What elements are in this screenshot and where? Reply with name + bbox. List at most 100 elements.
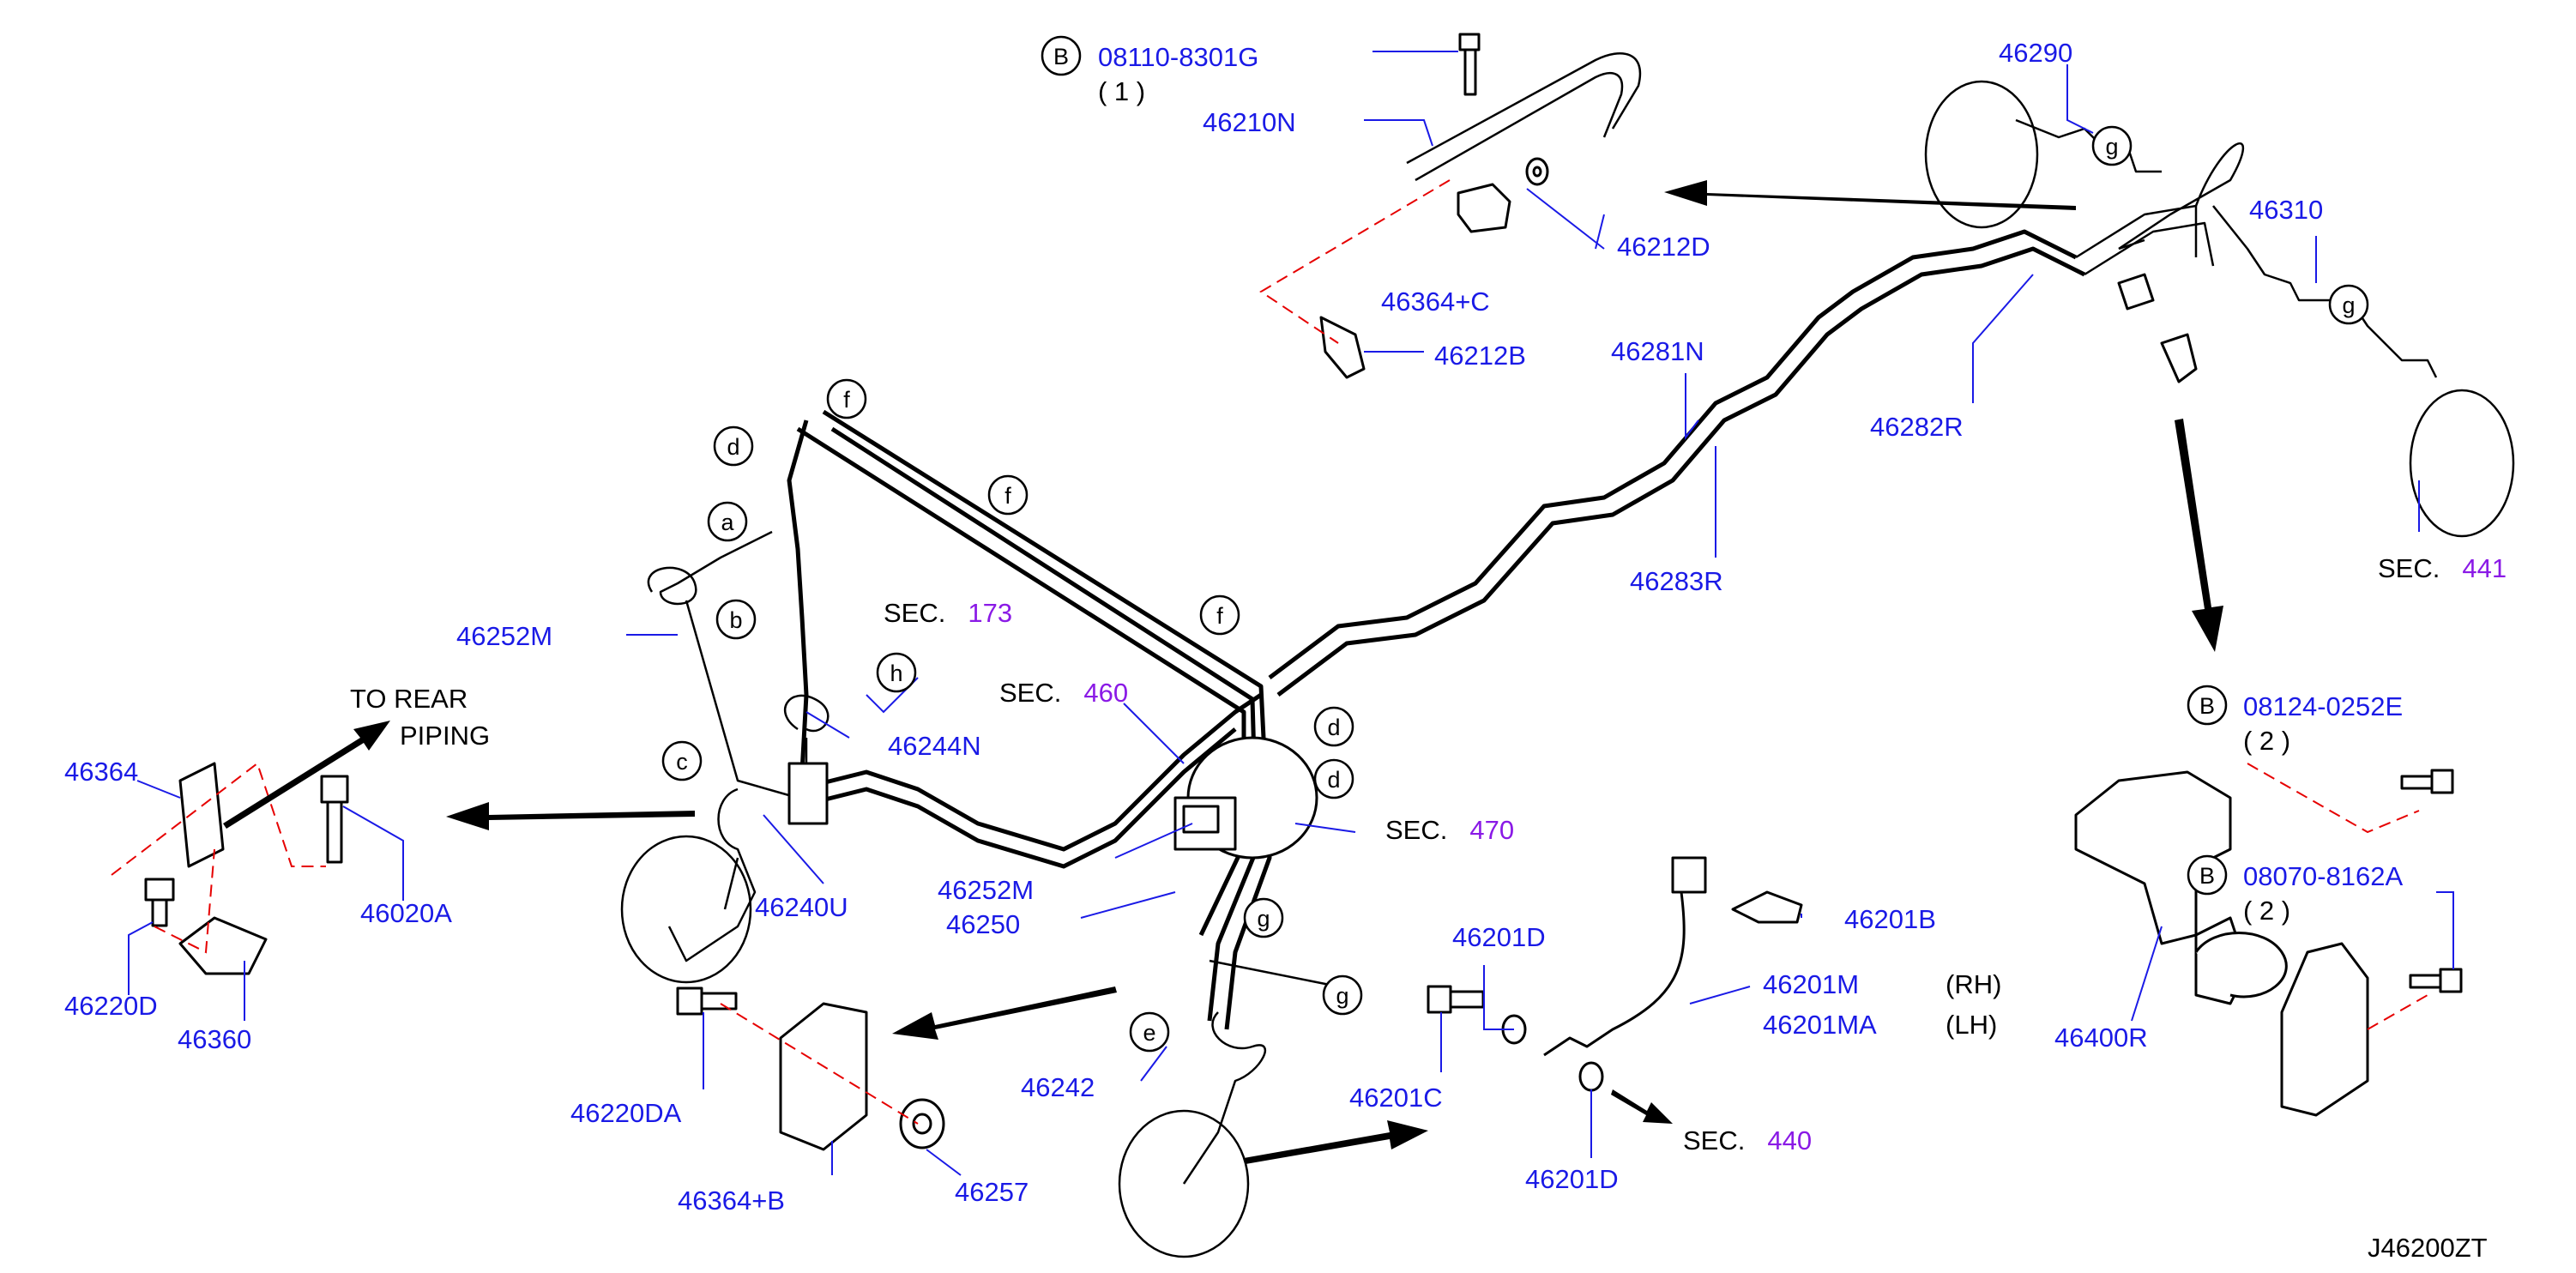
svg-text:a: a: [721, 510, 734, 535]
leader-lines: [128, 51, 2454, 1176]
svg-text:f: f: [1216, 603, 1223, 629]
caliper-46400r: [2074, 770, 2232, 945]
part-label-46257: 46257: [955, 1177, 1029, 1207]
section-refs: SEC.441 SEC.173 SEC.460 SEC.470 SEC.440: [884, 553, 2507, 1155]
svg-text:g: g: [2105, 134, 2118, 160]
section-ref-441: SEC.441: [2378, 553, 2507, 583]
brake-rotors: [620, 80, 2515, 1258]
bolt-ref-08124: B 08124-0252E ( 2 ): [2187, 685, 2403, 756]
bracket-46360: [178, 916, 268, 975]
svg-text:d: d: [1327, 767, 1340, 793]
svg-text:( 2 ): ( 2 ): [2243, 726, 2290, 756]
side-label-lh: (LH): [1946, 1010, 1997, 1040]
svg-text:( 1 ): ( 1 ): [1098, 76, 1145, 106]
part-label-46252m-b: 46252M: [938, 875, 1034, 905]
part-label-46364: 46364: [64, 757, 138, 787]
part-label-46240u: 46240U: [755, 892, 848, 922]
part-label-46360: 46360: [178, 1024, 251, 1054]
small-parts: [144, 33, 2463, 1151]
clip-label-a: a: [707, 501, 748, 542]
connector-46364c: [1457, 183, 1511, 233]
svg-text:08110-8301G: 08110-8301G: [1098, 42, 1258, 72]
part-label-46364b: 46364+B: [678, 1186, 785, 1216]
svg-text:08124-0252E: 08124-0252E: [2243, 691, 2403, 721]
part-label-46282r: 46282R: [1870, 412, 1964, 442]
part-label-46201d: 46201D: [1452, 922, 1546, 952]
clip-label-h: h: [876, 652, 917, 693]
part-label-46244n: 46244N: [888, 731, 981, 761]
part-label-46210n: 46210N: [1203, 107, 1296, 137]
svg-text:f: f: [843, 387, 850, 413]
section-ref-460: SEC.460: [999, 678, 1128, 708]
svg-text:g: g: [1257, 906, 1270, 932]
to-rear-piping-label: TO REAR PIPING: [350, 684, 490, 751]
svg-text:d: d: [1327, 715, 1340, 740]
block-46364b: [779, 1002, 868, 1151]
arrow-icon: [1244, 1120, 1428, 1164]
clip-label-g: g: [1243, 897, 1284, 938]
svg-text:h: h: [890, 661, 902, 686]
diagram-id: J46200ZT: [2368, 1233, 2488, 1263]
part-label-46201ma: 46201MA: [1763, 1010, 1877, 1040]
arrow-icon: [1611, 1089, 1673, 1124]
svg-text:B: B: [2199, 693, 2215, 719]
part-label-46201c: 46201C: [1349, 1083, 1443, 1113]
master-cylinder: [1173, 736, 1318, 860]
svg-text:g: g: [1336, 983, 1348, 1009]
section-ref-470: SEC.470: [1385, 815, 1514, 845]
rear-rotor-left: [2409, 389, 2515, 538]
direction-arrows: [223, 180, 2223, 1164]
part-label-46212d: 46212D: [1617, 232, 1710, 262]
junction-46240u: [787, 762, 829, 825]
part-label-46220da: 46220DA: [570, 1098, 682, 1128]
svg-text:TO REAR: TO REAR: [350, 684, 468, 714]
arrow-icon: [892, 986, 1117, 1040]
bolt-ref-08110: B 08110-8301G ( 1 ): [1041, 35, 1258, 106]
front-rotor-right: [1118, 1109, 1250, 1258]
svg-text:d: d: [727, 434, 739, 460]
svg-text:f: f: [1004, 483, 1011, 509]
dashed-reference-lines: [111, 179, 2428, 1125]
clip-label-f: f: [1199, 594, 1240, 636]
part-label-46310: 46310: [2249, 195, 2323, 225]
clip-46212b: [1319, 316, 1366, 379]
part-labels: 46290 46210N 46212D 46364+C 46212B 46310…: [64, 38, 2323, 1216]
part-label-46250: 46250: [946, 909, 1020, 939]
arrow-icon: [2175, 419, 2223, 652]
clip-label-f: f: [987, 474, 1029, 516]
part-label-46201d-b: 46201D: [1525, 1164, 1619, 1194]
rear-rotor-right: [1924, 80, 2039, 229]
svg-text:( 2 ): ( 2 ): [2243, 896, 2290, 926]
part-label-46201m: 46201M: [1763, 969, 1859, 999]
clip-label-e: e: [1129, 1011, 1170, 1053]
svg-text:B: B: [2199, 863, 2215, 889]
part-label-46400r: 46400R: [2054, 1023, 2148, 1053]
part-label-46020a: 46020A: [360, 898, 452, 928]
svg-text:PIPING: PIPING: [400, 721, 490, 751]
clip-label-c: c: [661, 740, 703, 781]
part-label-46281n: 46281N: [1611, 336, 1704, 366]
part-label-46283r: 46283R: [1630, 566, 1723, 596]
svg-text:c: c: [676, 749, 688, 775]
part-label-46252m: 46252M: [456, 621, 552, 651]
arrow-icon: [446, 802, 695, 830]
svg-text:g: g: [2342, 293, 2355, 318]
svg-text:b: b: [729, 607, 742, 633]
clip-label-g: g: [1322, 974, 1363, 1016]
clip-letters: d f f f a b h c d d g g e g g: [661, 125, 2369, 1053]
section-ref-173: SEC.173: [884, 598, 1012, 628]
clip-label-b: b: [715, 599, 757, 640]
part-label-46212b: 46212B: [1434, 341, 1526, 371]
part-label-46220d: 46220D: [64, 991, 158, 1021]
clip-46201b: [1731, 890, 1803, 924]
clip-label-f: f: [826, 378, 867, 419]
part-label-46201b: 46201B: [1844, 904, 1936, 934]
clip-label-g: g: [2091, 125, 2133, 166]
clip-label-d: d: [1313, 706, 1354, 747]
side-label-rh: (RH): [1946, 969, 2001, 999]
arrow-icon: [1664, 180, 2076, 210]
front-rotor-left: [620, 835, 752, 984]
bolt-icon: [1458, 33, 1481, 51]
part-label-46290: 46290: [1999, 38, 2072, 68]
